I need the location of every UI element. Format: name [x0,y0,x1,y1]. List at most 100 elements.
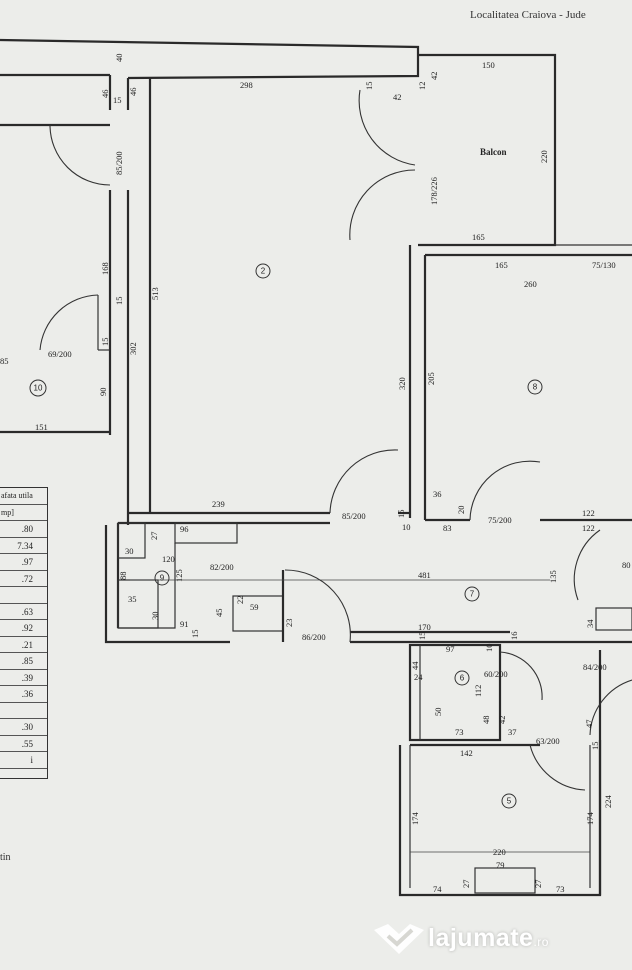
dim-48: 48 [481,716,491,725]
dim-79: 79 [496,860,505,870]
dim-75-200: 75/200 [488,515,512,525]
dim-91: 91 [180,619,189,629]
heart-check-icon [374,924,424,954]
dim-135: 135 [548,570,558,583]
svg-text:9: 9 [160,574,165,583]
dim-142: 142 [460,748,473,758]
door-arc-room10-b [39,294,99,351]
dim-85: 85 [0,356,9,366]
dim-298: 298 [240,80,253,90]
dim-42c: 42 [497,716,507,725]
dim-220b: 220 [493,847,506,857]
room-10-marker: 10 [29,379,47,397]
wall-balcony [418,53,557,247]
dim-88: 88 [118,572,128,581]
area-table-cell: .97 [0,554,47,571]
dim-239: 239 [212,499,225,509]
area-table-cell: .39 [0,670,47,686]
dim-27c: 27 [533,880,543,889]
dim-42b: 42 [429,72,439,81]
dim-174a: 174 [410,812,420,826]
dim-34: 34 [585,619,595,628]
dim-22: 22 [235,596,245,605]
svg-text:7: 7 [470,590,475,599]
r9-inner [118,543,176,629]
dim-46a: 46 [100,90,110,99]
wall-room6 [408,643,502,742]
dim-513: 513 [150,287,160,300]
area-table-cell: .92 [0,620,47,637]
dim-174b: 174 [585,812,595,826]
dim-120: 120 [162,554,175,564]
dim-90: 90 [98,388,108,397]
door-arc-hall [284,569,351,643]
svg-text:10: 10 [34,384,43,393]
dim-83: 83 [443,523,452,533]
dim-40: 40 [114,54,124,63]
area-table-cell: 7.34 [0,538,47,554]
area-table-cell: .80 [0,521,47,538]
dim-165a: 165 [472,232,485,242]
dim-178-226: 178/226 [429,177,439,205]
dim-125: 125 [174,569,184,582]
dim-10: 10 [402,522,411,532]
area-table-cell [0,587,47,604]
dim-86-200: 86/200 [302,632,326,642]
dim-35: 35 [128,594,137,604]
dim-260: 260 [524,279,537,289]
dim-80: 80 [622,560,631,570]
room-6-marker: 6 [454,670,470,686]
dim-481: 481 [418,570,431,580]
area-table-cell: .21 [0,637,47,653]
dim-60-200: 60/200 [484,669,508,679]
dim-165b: 165 [495,260,508,270]
dim-16: 16 [509,632,519,641]
dim-10b: 10 [484,644,494,653]
watermark-brand: lajumate.ro [428,923,549,952]
dim-46b: 46 [128,88,138,97]
dim-15b: 15 [364,82,374,91]
dim-220a: 220 [539,150,549,163]
dim-150: 150 [482,60,495,70]
dim-27b: 27 [461,880,471,889]
dim-42a: 42 [393,92,402,102]
dim-97: 97 [446,644,455,654]
dim-168: 168 [100,262,110,275]
area-table-cell [0,703,47,719]
door-arc-room10 [49,124,111,186]
room5-shaft [474,867,536,894]
wall-r9-outer [104,525,230,644]
dim-15d: 15 [100,338,110,347]
svg-text:8: 8 [533,383,538,392]
r9-shaft-b [174,522,238,544]
door-arc-room8 [469,460,541,521]
dim-15c: 15 [114,297,124,306]
dim-73a: 73 [455,727,464,737]
dim-85-200a: 85/200 [114,151,124,175]
dim-205: 205 [426,372,436,385]
header-location: Localitatea Craiova - Jude [470,9,586,21]
dim-170: 170 [418,622,431,632]
door-arc-room6 [499,651,543,701]
wall-top [0,38,420,80]
dim-15f: 15 [190,630,200,639]
door-arc-right-a [573,529,601,601]
area-table-cell: i [0,752,47,769]
room-5-marker: 5 [501,793,517,809]
watermark: lajumate.ro [370,912,632,964]
dim-15e: 15 [396,510,406,519]
door-arc-balcony-a [358,89,416,166]
dim-15h: 15 [590,742,600,751]
dim-12: 12 [417,82,427,91]
door-arc-balcony-b [349,169,416,241]
svg-text:5: 5 [507,797,512,806]
wall-room5 [398,740,602,897]
svg-text:2: 2 [261,267,266,276]
room-9-marker: 9 [154,570,170,586]
dim-15a: 15 [113,95,122,105]
dim-20: 20 [456,506,466,515]
